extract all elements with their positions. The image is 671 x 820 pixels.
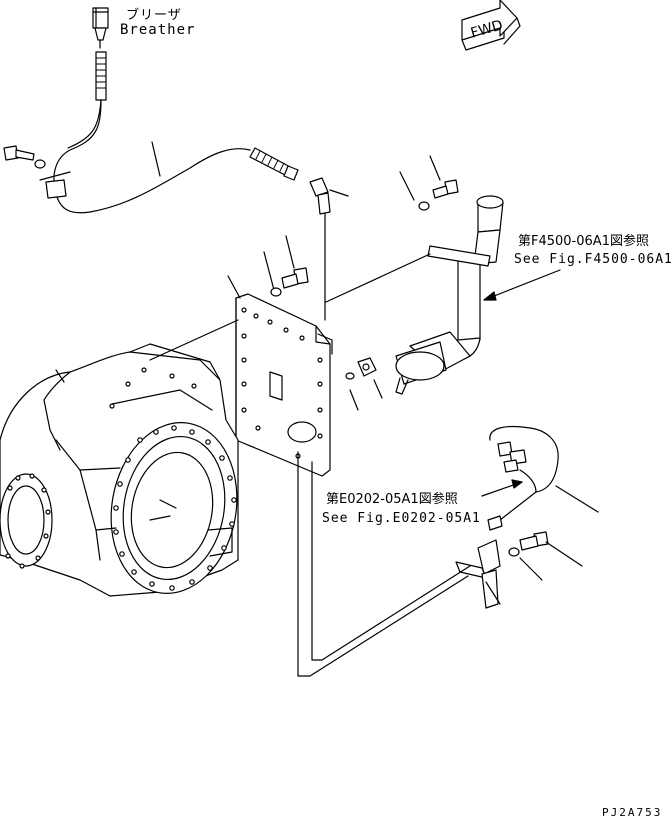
elbow-fitting: [309, 177, 349, 215]
routing-line: [297, 451, 471, 677]
bolt-cover: [281, 267, 309, 289]
cover-plate: [235, 293, 333, 477]
ref1-en: See Fig.F4500-06A1: [514, 252, 671, 267]
breather-hose-fitting: [95, 51, 107, 101]
bolt-upper-right: [432, 179, 459, 199]
bracket-lower: [455, 539, 501, 609]
hose-clamp: [45, 179, 67, 199]
breather-label-en: Breather: [120, 22, 196, 38]
washer-top-left: [34, 159, 46, 169]
ref1-jp: 第F4500-06A1図参照: [518, 233, 649, 249]
washer-lower-right: [508, 547, 520, 557]
bolt-top-left: [3, 145, 35, 161]
wire-harness: [487, 425, 599, 531]
washer-upper-right: [418, 201, 430, 211]
ref1-arrow: [483, 269, 561, 301]
breather-hose: [53, 99, 251, 214]
ref2-jp: 第E0202-05A1図参照: [326, 491, 458, 507]
breather-label-jp: ブリーザ: [126, 8, 182, 23]
hose-end-fitting: [249, 147, 299, 181]
drawing-code: PJ2A753: [602, 806, 662, 819]
plug: [357, 357, 377, 377]
o-ring: [345, 372, 355, 380]
flange-bolt-holes: [113, 425, 237, 591]
filler-pipe: [395, 195, 504, 395]
fwd-arrow: FWD: [461, 0, 521, 51]
breather-part: [92, 7, 109, 49]
ref2-en: See Fig.E0202-05A1: [322, 511, 481, 526]
bolt-lower-right: [519, 531, 549, 551]
axle-housing: [0, 343, 239, 597]
washer-cover: [270, 287, 282, 297]
